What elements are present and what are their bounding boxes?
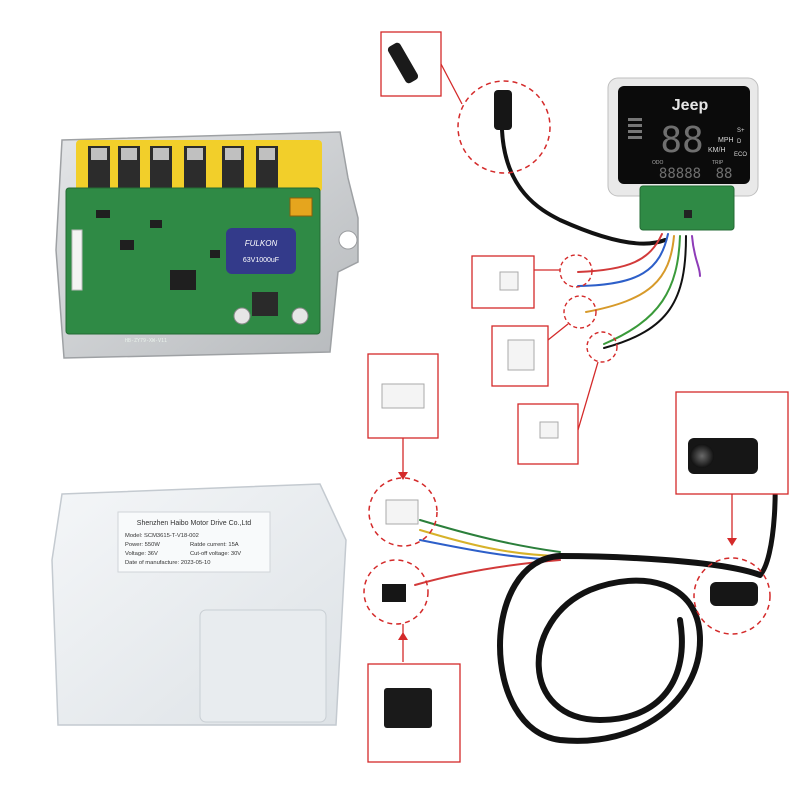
label-manufacturer: Shenzhen Haibo Motor Drive Co.,Ltd: [137, 520, 251, 527]
harness-coil: [497, 553, 704, 744]
unit-kmh: KM/H: [708, 147, 726, 154]
label-date: Date of manufacture: 2023-05-10: [125, 560, 210, 566]
transparent-cover: Shenzhen Haibo Motor Drive Co.,Ltd Model…: [51, 483, 347, 726]
callouts: [363, 31, 789, 763]
callout-circle: [586, 331, 618, 363]
speed-digits: 88: [660, 120, 703, 161]
label-voltage: Voltage: 36V: [125, 551, 158, 557]
mode-eco: ECO: [734, 152, 747, 158]
mode-button: [684, 210, 692, 218]
two-pin-connector-icon: [499, 271, 519, 291]
display-connector-plug: [494, 90, 512, 130]
callout-circle: [363, 559, 429, 625]
mount-hole: [338, 230, 358, 250]
connector-plug-icon: [387, 42, 419, 84]
small-connector-icon: [539, 421, 559, 439]
lcd-screen: [618, 86, 750, 184]
power-plug-icon: [384, 688, 432, 728]
cover-label: [117, 511, 271, 573]
label-model: Model: SCM3615-T-V18-002: [125, 533, 199, 539]
callout-circle: [693, 557, 771, 635]
display-module: Jeep 88 MPH KM/H S+ D ECO ODO 88888 TRIP…: [607, 77, 759, 231]
callout-box-display-connector: [380, 31, 442, 97]
display-brand: Jeep: [672, 97, 709, 114]
trip-label: TRIP: [712, 160, 724, 166]
small-capacitor: [233, 307, 251, 325]
controller-board: FULKON 63V1000uF HB-ZY79-XW-V11: [55, 131, 359, 359]
callout-circle: [368, 477, 438, 547]
callout-box-power-plug: [367, 663, 461, 763]
label-cutoff: Cut-off voltage: 30V: [190, 551, 241, 557]
capacitor-spec: 63V1000uF: [243, 257, 279, 264]
display-pcb: [639, 185, 735, 231]
odo-digits: 88888: [659, 166, 701, 182]
trip-digits: 88: [716, 166, 733, 182]
xt-power-connector: [289, 197, 313, 217]
cover-clip-area: [199, 609, 327, 723]
three-pin-connector-icon: [507, 339, 535, 371]
capacitor-bank: FULKON 63V1000uF: [226, 228, 296, 274]
pin-header: [71, 229, 83, 291]
mosfet-row: [88, 146, 278, 188]
battery-bars: [628, 118, 642, 139]
capacitor-brand: FULKON: [245, 239, 278, 248]
odo-label: ODO: [652, 160, 664, 166]
mode-sport: S+: [737, 128, 745, 134]
callout-circle: [563, 295, 597, 329]
small-capacitor: [291, 307, 309, 325]
pcb-components: [96, 210, 278, 316]
unit-mph: MPH: [718, 137, 734, 144]
callout-circle: [559, 254, 593, 288]
cables: [414, 128, 778, 744]
mode-drive: D: [737, 139, 742, 145]
label-rated-current: Ratde current: 15A: [190, 542, 239, 548]
connector-face: [690, 444, 714, 468]
label-power: Power: 550W: [125, 542, 160, 548]
main-harness-end: [557, 553, 763, 578]
six-pin-connector-icon: [381, 383, 425, 409]
board-code: HB-ZY79-XW-V11: [125, 338, 167, 344]
callout-circle: [457, 80, 551, 174]
power-plug: [382, 584, 406, 602]
